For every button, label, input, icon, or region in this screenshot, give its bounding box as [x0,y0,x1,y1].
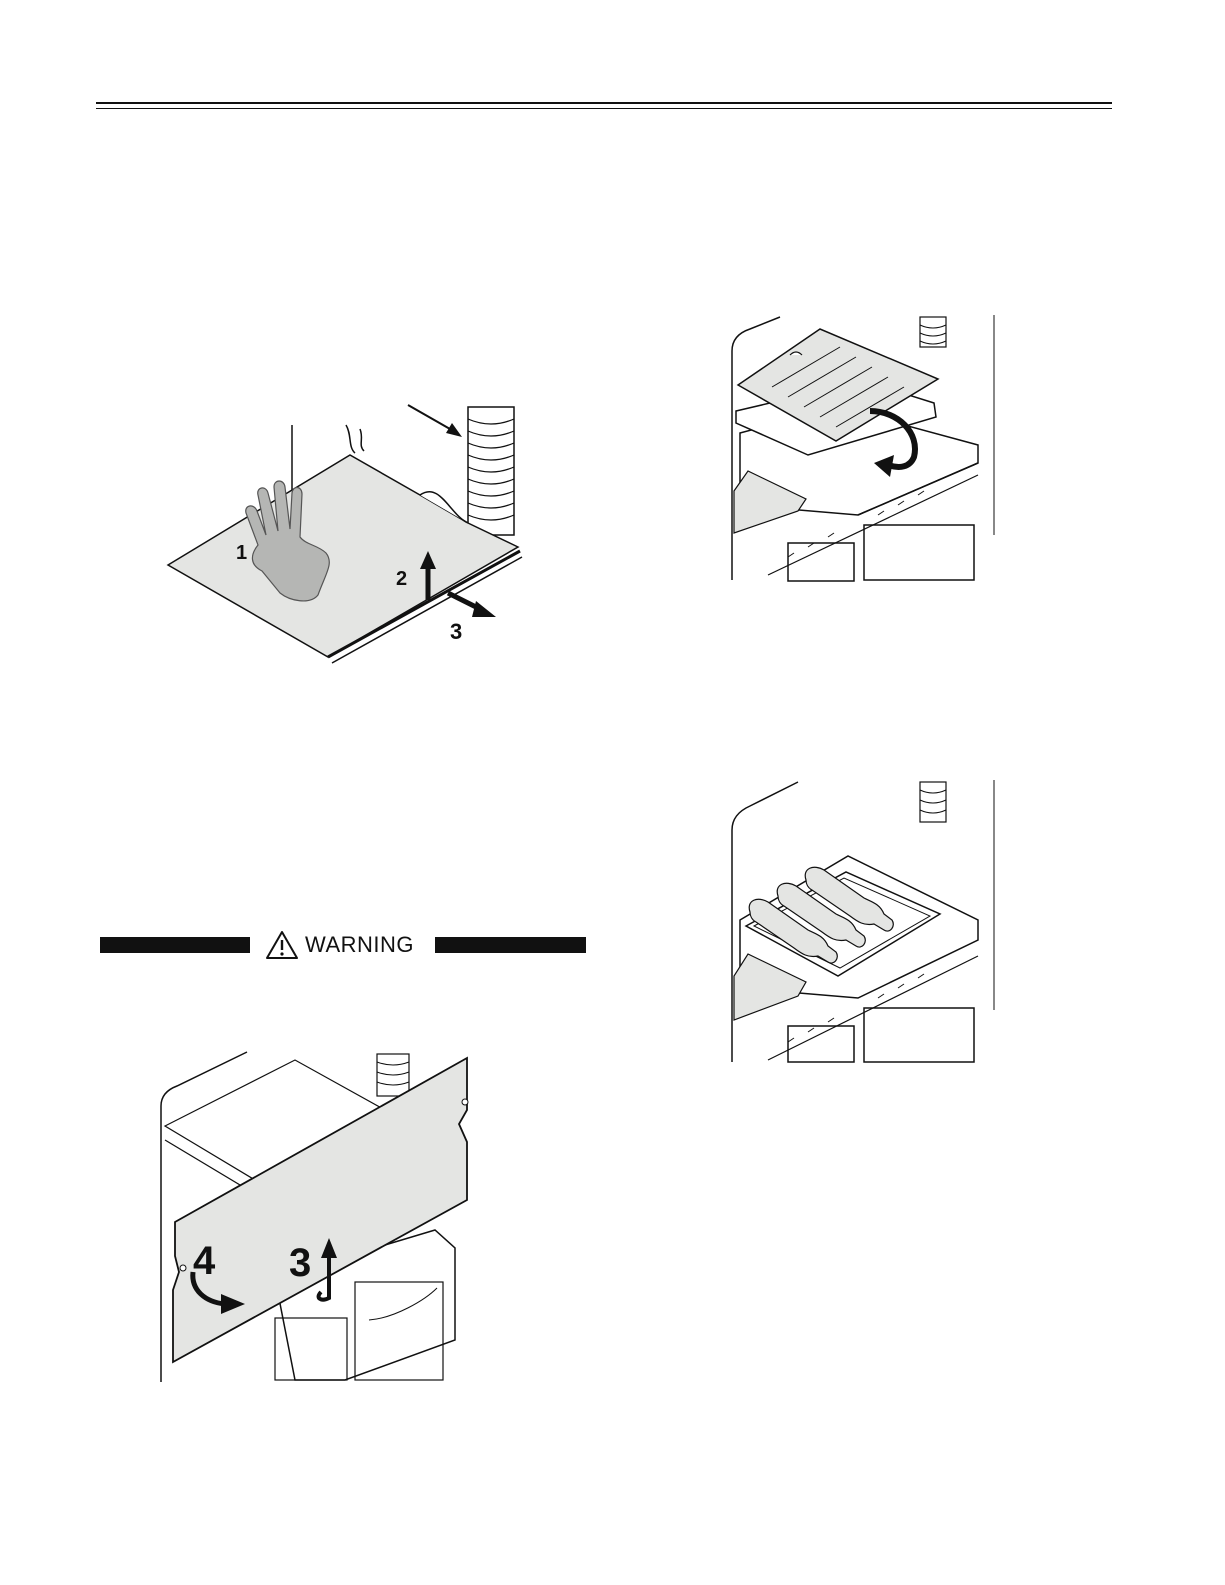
warning-triangle-icon [265,930,299,960]
step-label: 1 [236,542,247,564]
step-label: 3 [289,1241,311,1285]
warning-bar-left [100,937,250,953]
panel-removal-illustration: 4 3 [155,1050,480,1385]
step-label: 3 [450,619,462,644]
warning-heading: WARNING [265,930,414,960]
step-label: 4 [193,1239,216,1283]
header-rule-bottom [96,108,1112,109]
warning-bar-right [435,937,586,953]
tray-flip-illustration [728,315,998,585]
bottle-tray-illustration [728,780,998,1065]
warning-label: WARNING [305,932,414,958]
warning-banner: WARNING [100,930,586,960]
shelf-removal-illustration: 1 2 3 [150,395,540,675]
step-label: 2 [396,568,407,590]
header-rule-top [96,102,1112,104]
